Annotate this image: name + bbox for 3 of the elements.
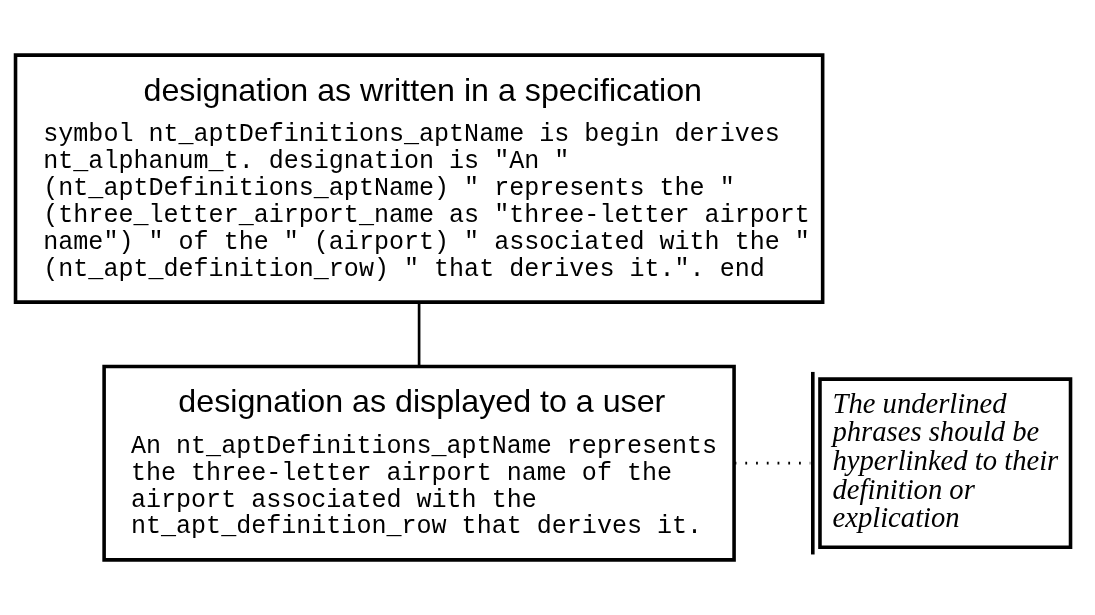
node-box: designation as displayed to a user An nt_aptDefinitions_aptName represents the three-letter airport name of the airport associated with the nt_apt_definition_row that derives it.: [102, 364, 736, 562]
connector: [417, 302, 421, 367]
node-box: designation as written in a specification symbol nt_aptDefinitions_aptName is begin derives nt_alphanum_t. designation is "An " (nt_aptDefinitions_aptName) " represents the " (three_letter_airport_name as "three-letter airport name") " of the " (airport) " associated with the " (nt_apt_definition_row) " that derives it.". end: [13, 53, 825, 304]
